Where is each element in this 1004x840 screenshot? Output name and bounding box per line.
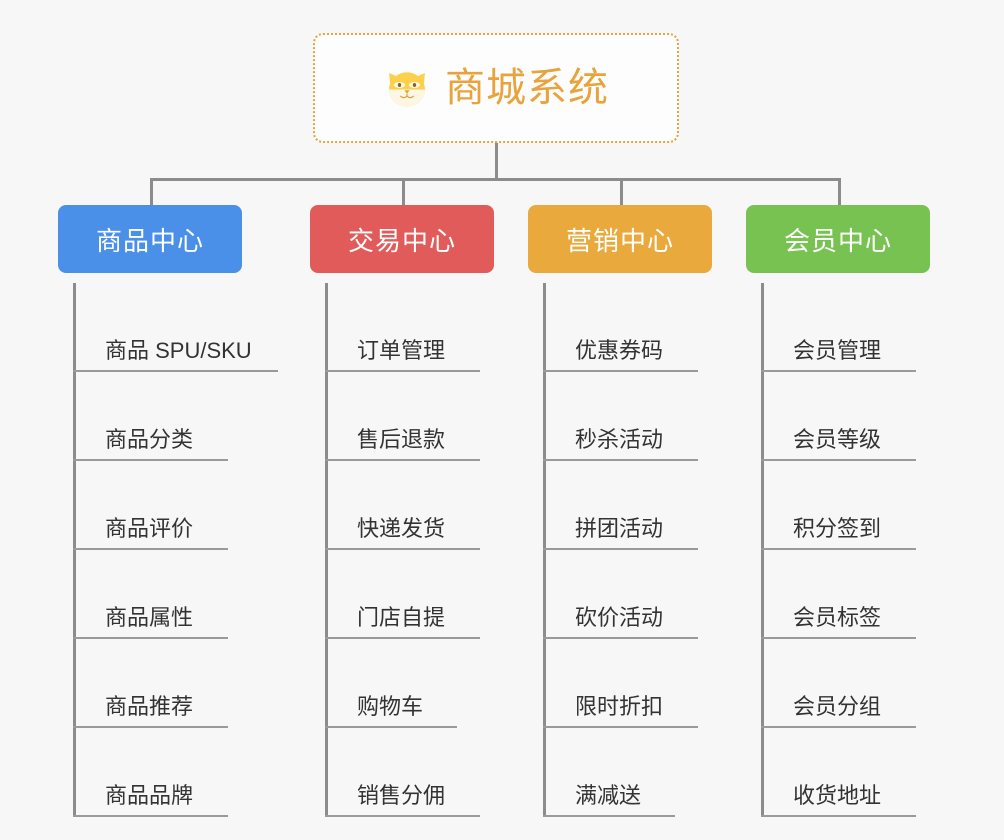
- leaf-item[interactable]: 会员分组: [761, 639, 916, 728]
- root-stem: [495, 143, 498, 178]
- leaf-item-label: 订单管理: [357, 338, 446, 363]
- leaf-item[interactable]: 砍价活动: [543, 550, 698, 639]
- leaf-item[interactable]: 商品分类: [73, 372, 228, 461]
- leaf-item[interactable]: 会员管理: [761, 283, 916, 372]
- shiba-dog-icon: [389, 72, 425, 107]
- leaf-item-label: 砍价活动: [575, 605, 664, 630]
- leaf-item-label: 会员标签: [793, 605, 882, 630]
- leaf-list: 订单管理售后退款快递发货门店自提购物车销售分佣: [325, 283, 480, 817]
- leaf-item[interactable]: 限时折扣: [543, 639, 698, 728]
- leaf-list: 优惠券码秒杀活动拼团活动砍价活动限时折扣满减送: [543, 283, 698, 817]
- category-box[interactable]: 会员中心: [746, 205, 930, 273]
- leaf-item[interactable]: 会员等级: [761, 372, 916, 461]
- leaf-item[interactable]: 收货地址: [761, 728, 916, 817]
- leaf-item-label: 秒杀活动: [575, 427, 664, 452]
- leaf-item-label: 商品属性: [105, 605, 194, 630]
- leaf-item-label: 售后退款: [357, 427, 446, 452]
- leaf-item[interactable]: 商品推荐: [73, 639, 228, 728]
- leaf-item[interactable]: 门店自提: [325, 550, 480, 639]
- leaf-item[interactable]: 订单管理: [325, 283, 480, 372]
- leaf-item-label: 收货地址: [793, 783, 882, 808]
- root-node[interactable]: 商城系统: [313, 33, 679, 143]
- leaf-item[interactable]: 购物车: [325, 639, 457, 728]
- leaf-item[interactable]: 快递发货: [325, 461, 480, 550]
- root-title: 商城系统: [445, 66, 609, 110]
- branch-rail: [761, 283, 764, 817]
- leaf-item[interactable]: 商品品牌: [73, 728, 228, 817]
- leaf-item[interactable]: 满减送: [543, 728, 675, 817]
- leaf-item[interactable]: 商品属性: [73, 550, 228, 639]
- leaf-item[interactable]: 优惠券码: [543, 283, 698, 372]
- branch-rail: [325, 283, 328, 817]
- category-box[interactable]: 营销中心: [528, 205, 712, 273]
- branch-stem-0: [150, 178, 153, 205]
- category-label: 交易中心: [347, 225, 456, 256]
- branch-rail: [543, 283, 546, 817]
- leaf-item-label: 商品品牌: [105, 783, 194, 808]
- leaf-item-label: 会员分组: [793, 694, 882, 719]
- leaf-item[interactable]: 商品 SPU/SKU: [73, 283, 278, 372]
- leaf-item[interactable]: 销售分佣: [325, 728, 480, 817]
- leaf-item[interactable]: 拼团活动: [543, 461, 698, 550]
- leaf-item-label: 门店自提: [357, 605, 446, 630]
- leaf-item-label: 商品 SPU/SKU: [105, 338, 252, 363]
- leaf-item-label: 拼团活动: [575, 516, 664, 541]
- leaf-item[interactable]: 会员标签: [761, 550, 916, 639]
- leaf-item-label: 积分签到: [793, 516, 882, 541]
- leaf-list: 会员管理会员等级积分签到会员标签会员分组收货地址: [761, 283, 916, 817]
- leaf-item[interactable]: 积分签到: [761, 461, 916, 550]
- category-box[interactable]: 交易中心: [310, 205, 494, 273]
- leaf-item-label: 购物车: [357, 694, 424, 719]
- leaf-item-label: 快递发货: [357, 516, 446, 541]
- leaf-item[interactable]: 秒杀活动: [543, 372, 698, 461]
- branch-stem-1: [402, 178, 405, 205]
- leaf-item-label: 会员管理: [793, 338, 882, 363]
- leaf-item[interactable]: 售后退款: [325, 372, 480, 461]
- leaf-item-label: 限时折扣: [575, 694, 664, 719]
- leaf-item-label: 满减送: [575, 783, 642, 808]
- leaf-item-label: 商品分类: [105, 427, 194, 452]
- category-box[interactable]: 商品中心: [58, 205, 242, 273]
- leaf-item-label: 会员等级: [793, 427, 882, 452]
- category-label: 营销中心: [565, 225, 674, 256]
- leaf-list: 商品 SPU/SKU 商品分类商品评价商品属性商品推荐商品品牌: [73, 283, 278, 817]
- branch-stem-2: [620, 178, 623, 205]
- category-label: 会员中心: [783, 225, 892, 256]
- leaf-item-label: 商品推荐: [105, 694, 194, 719]
- leaf-item-label: 销售分佣: [357, 783, 446, 808]
- leaf-item-label: 优惠券码: [575, 338, 664, 363]
- leaf-item-label: 商品评价: [105, 516, 194, 541]
- horizontal-bus: [150, 178, 841, 181]
- leaf-item[interactable]: 商品评价: [73, 461, 228, 550]
- branch-stem-3: [838, 178, 841, 205]
- branch-rail: [73, 283, 76, 817]
- category-label: 商品中心: [95, 225, 204, 256]
